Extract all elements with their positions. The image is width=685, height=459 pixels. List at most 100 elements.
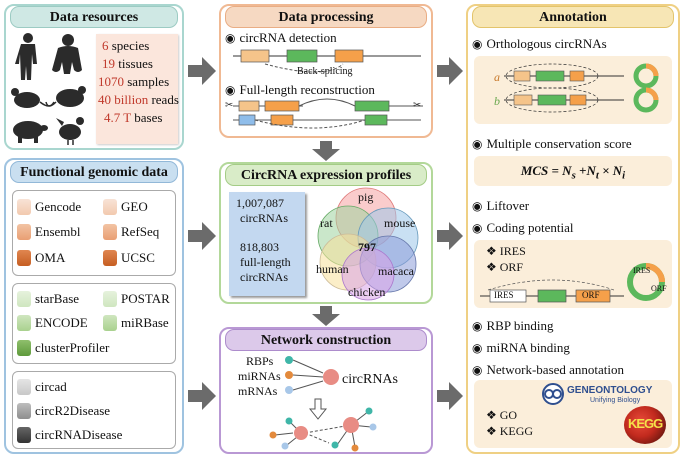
database-icon (17, 199, 31, 215)
db-geo: GEO (121, 199, 148, 214)
db-circrnadisease: circRNADisease (35, 427, 123, 442)
db-encode: ENCODE (35, 315, 88, 330)
database-icon (17, 427, 31, 443)
database-icon (103, 291, 117, 307)
data-processing-title: Data processing (225, 6, 427, 28)
network-title: Network construction (225, 329, 427, 351)
venn-label-chicken: chicken (348, 285, 386, 299)
gene-ontology-logo-icon (542, 383, 564, 405)
svg-text:✂: ✂ (413, 100, 421, 111)
functional-genomic-title: Functional genomic data (10, 161, 178, 183)
mirna-binding-label: miRNA binding (472, 340, 569, 356)
kegg-item: ❖ KEGG (486, 424, 534, 438)
annotation-title: Annotation (472, 6, 674, 28)
stat-species: 6 species (102, 38, 150, 53)
arrow-right-6 (437, 382, 463, 410)
db-ensembl: Ensembl (35, 224, 81, 239)
coding-ires-item: ❖ IRES (486, 244, 526, 258)
ortholog-label-b: b (494, 94, 500, 108)
label-rbps: RBPs (246, 354, 274, 368)
coding-ring-orf: ORF (651, 284, 667, 293)
arrow-down-2 (312, 306, 340, 326)
stat-tissues: 19 tissues (102, 56, 153, 71)
ortholog-diagram (504, 63, 659, 113)
database-icon (103, 224, 117, 240)
coding-potential-label: Coding potential (472, 220, 573, 236)
unifying-biology-text: Unifying Biology (590, 397, 641, 404)
full-length-diagram: ✂ ✂ (225, 98, 423, 129)
arrow-right-3 (188, 382, 216, 410)
venn-label-rat: rat (320, 216, 333, 230)
full-length-label: Full-length reconstruction (225, 82, 374, 98)
venn-center-count: 797 (358, 240, 376, 254)
db-mirbase: miRBase (121, 315, 169, 330)
circrna-detection-label: circRNA detection (225, 30, 336, 46)
arrow-right-5 (437, 222, 463, 250)
db-circad: circad (35, 379, 67, 394)
database-icon (17, 291, 31, 307)
stats-note (96, 34, 178, 144)
circrna-count: 1,007,087 (236, 196, 284, 210)
coding-ring-ires: IRES (633, 266, 651, 275)
mcs-label: Multiple conservation score (472, 136, 631, 152)
species-icons (11, 33, 86, 145)
database-icon (17, 340, 31, 356)
db-group-3 (12, 371, 176, 449)
database-icon (17, 250, 31, 266)
arrow-down-1 (312, 141, 340, 161)
venn-label-macaca: macaca (378, 264, 414, 278)
back-splicing-diagram (233, 49, 421, 73)
database-icon (17, 224, 31, 240)
arrow-right-1 (188, 57, 216, 85)
db-group-2 (12, 283, 176, 364)
stat-reads: 40 billion reads (98, 92, 179, 107)
expression-title: CircRNA expression profiles (225, 164, 427, 186)
venn-diagram (317, 187, 419, 301)
stats-card (229, 192, 305, 296)
db-refseq: RefSeq (121, 224, 160, 239)
database-icon (17, 379, 31, 395)
circrna-count-label: circRNAs (240, 211, 288, 225)
venn-label-pig: pig (358, 190, 374, 204)
network-graph (269, 356, 377, 452)
rbp-binding-label: RBP binding (472, 318, 553, 334)
gene-ontology-logo-text: GENEONTOLOGY (567, 385, 653, 396)
kegg-logo-text: KEGG (628, 416, 663, 431)
database-icon (103, 199, 117, 215)
db-oma: OMA (35, 250, 66, 265)
label-mirnas: miRNAs (238, 369, 281, 383)
coding-orf-item: ❖ ORF (486, 260, 524, 274)
db-postar: POSTAR (121, 291, 170, 306)
arrow-right-2 (188, 222, 216, 250)
go-item: ❖ GO (486, 408, 518, 422)
coding-diagram (480, 263, 665, 303)
stat-samples: 1070 samples (98, 74, 170, 89)
ortholog-label-a: a (494, 70, 500, 84)
db-ucsc: UCSC (121, 250, 155, 265)
fulllength-label-2: circRNAs (240, 270, 288, 284)
venn-label-human: human (316, 262, 349, 276)
coding-track-ires: IRES (494, 290, 514, 300)
database-icon (17, 403, 31, 419)
db-starbase: starBase (35, 291, 80, 306)
db-group-1 (12, 190, 176, 276)
database-icon (103, 250, 117, 266)
stat-bases: 4.7 T bases (104, 110, 163, 125)
network-annotation-label: Network-based annotation (472, 362, 624, 378)
data-resources-title: Data resources (10, 6, 178, 28)
venn-label-mouse: mouse (384, 216, 416, 230)
database-icon (103, 315, 117, 331)
functional-genomic-panel (4, 158, 184, 454)
back-splicing-label: Back-splicing (297, 66, 353, 77)
label-mrnas: mRNAs (238, 384, 278, 398)
arrow-right-4 (437, 57, 463, 85)
database-icon (17, 315, 31, 331)
kegg-logo (624, 406, 666, 444)
fulllength-count: 818,803 (240, 240, 279, 254)
orthologous-label: Orthologous circRNAs (472, 36, 606, 52)
db-circr2disease: circR2Disease (35, 403, 111, 418)
db-clusterprofiler: clusterProfiler (35, 340, 110, 355)
db-gencode: Gencode (35, 199, 82, 214)
label-circrnas: circRNAs (342, 372, 398, 387)
